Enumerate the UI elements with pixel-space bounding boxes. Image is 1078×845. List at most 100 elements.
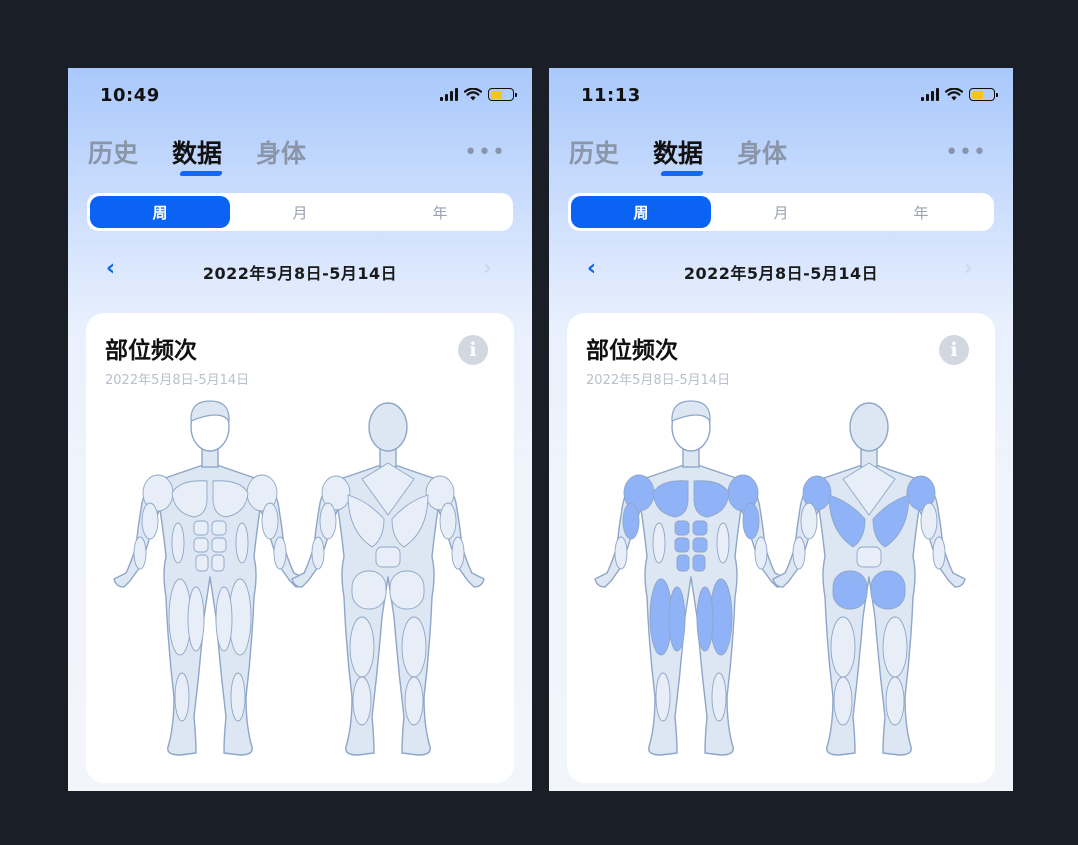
body-figure-back <box>291 402 485 756</box>
muscle-biceps <box>742 502 760 540</box>
phone-screen-1: 10:49 历史 数据 身体 ••• 周 月 年 ‹ 2022年5月8日-5月1… <box>68 68 532 791</box>
muscle-calves <box>404 676 424 726</box>
muscle-chest <box>171 480 208 518</box>
date-range: 2022年5月8日-5月14日 <box>683 264 879 283</box>
muscle-calves <box>230 672 246 722</box>
muscle-glutes <box>351 570 387 610</box>
muscle-shoulders <box>802 475 832 511</box>
signal-icon <box>440 88 458 101</box>
muscle-calves <box>833 676 853 726</box>
muscle-shoulders <box>321 475 351 511</box>
muscle-biceps <box>141 502 159 540</box>
muscle-forearms <box>792 536 806 570</box>
muscle-quads <box>668 586 686 652</box>
muscle-biceps <box>261 502 279 540</box>
muscle-calves <box>352 676 372 726</box>
muscle-traps <box>361 462 415 516</box>
muscle-glutes <box>870 570 906 610</box>
muscle-obliques <box>652 522 666 564</box>
segment-week[interactable]: 周 <box>90 196 230 228</box>
muscle-quads <box>187 586 205 652</box>
muscle-lats <box>347 494 385 548</box>
tab-history[interactable]: 历史 <box>88 139 139 168</box>
muscle-forearms <box>932 536 946 570</box>
status-bar: 10:49 <box>68 68 532 124</box>
segment-month[interactable]: 月 <box>292 203 308 222</box>
muscle-frequency-card: 部位频次 2022年5月8日-5月14日 i <box>86 313 514 783</box>
chevron-left-icon[interactable]: ‹ <box>587 256 597 281</box>
muscle-calves <box>711 672 727 722</box>
segment-year[interactable]: 年 <box>432 203 448 222</box>
muscle-lats <box>828 494 866 548</box>
tab-body[interactable]: 身体 <box>256 139 307 168</box>
body-diagram <box>594 400 966 756</box>
muscle-abs <box>674 520 690 536</box>
info-icon[interactable]: i <box>458 335 488 365</box>
more-icon[interactable]: ••• <box>464 140 506 165</box>
tab-data[interactable]: 数据 <box>653 139 704 168</box>
chevron-right-icon[interactable]: › <box>963 256 973 281</box>
card-subtitle: 2022年5月8日-5月14日 <box>586 373 731 388</box>
muscle-abs <box>193 520 209 536</box>
segment-year[interactable]: 年 <box>913 203 929 222</box>
muscle-hamstrings <box>401 616 427 678</box>
hair <box>671 400 711 423</box>
head <box>849 402 889 452</box>
tab-history[interactable]: 历史 <box>569 139 620 168</box>
muscle-calves <box>885 676 905 726</box>
muscle-triceps <box>920 502 938 540</box>
more-icon[interactable]: ••• <box>945 140 987 165</box>
date-navigator: ‹ 2022年5月8日-5月14日 › <box>549 256 1013 286</box>
muscle-abs <box>692 537 708 553</box>
muscle-forearms <box>273 536 287 570</box>
muscle-lats <box>872 494 910 548</box>
tab-data[interactable]: 数据 <box>172 139 223 168</box>
muscle-forearms <box>311 536 325 570</box>
front-body-outline <box>594 456 788 756</box>
muscle-hamstrings <box>882 616 908 678</box>
chevron-right-icon[interactable]: › <box>482 256 492 281</box>
muscle-calves <box>655 672 671 722</box>
body-figure-front <box>594 400 788 756</box>
muscle-triceps <box>319 502 337 540</box>
head <box>368 402 408 452</box>
status-bar: 11:13 <box>549 68 1013 124</box>
tab-body[interactable]: 身体 <box>737 139 788 168</box>
muscle-glutes <box>832 570 868 610</box>
wifi-icon <box>945 88 963 101</box>
muscle-abs <box>195 554 209 572</box>
info-icon[interactable]: i <box>939 335 969 365</box>
status-time: 10:49 <box>100 85 160 106</box>
muscle-hamstrings <box>349 616 375 678</box>
phone-screen-2: 11:13 历史 数据 身体 ••• 周 月 年 ‹ 2022年5月8日-5月1… <box>549 68 1013 791</box>
muscle-forearms <box>754 536 768 570</box>
status-time: 11:13 <box>581 85 641 106</box>
muscle-calves <box>174 672 190 722</box>
card-subtitle: 2022年5月8日-5月14日 <box>105 373 250 388</box>
muscle-abs <box>692 554 706 572</box>
segment-month[interactable]: 月 <box>773 203 789 222</box>
muscle-forearms <box>451 536 465 570</box>
muscle-abs <box>692 520 708 536</box>
muscle-lowerback <box>856 546 882 568</box>
period-segmented-control: 周 月 年 <box>568 193 994 231</box>
muscle-triceps <box>800 502 818 540</box>
hair <box>190 400 230 423</box>
muscle-quads <box>215 586 233 652</box>
battery-icon <box>488 88 517 101</box>
battery-icon <box>969 88 998 101</box>
muscle-lowerback <box>375 546 401 568</box>
muscle-chest <box>693 480 730 518</box>
muscle-triceps <box>439 502 457 540</box>
muscle-shoulders <box>906 475 936 511</box>
muscle-abs <box>193 537 209 553</box>
muscle-glutes <box>389 570 425 610</box>
wifi-icon <box>464 88 482 101</box>
chevron-left-icon[interactable]: ‹ <box>106 256 116 281</box>
muscle-obliques <box>235 522 249 564</box>
muscle-abs <box>211 554 225 572</box>
top-tabs: 历史 数据 身体 ••• <box>569 134 993 178</box>
segment-week[interactable]: 周 <box>571 196 711 228</box>
top-tabs: 历史 数据 身体 ••• <box>88 134 512 178</box>
muscle-biceps <box>622 502 640 540</box>
